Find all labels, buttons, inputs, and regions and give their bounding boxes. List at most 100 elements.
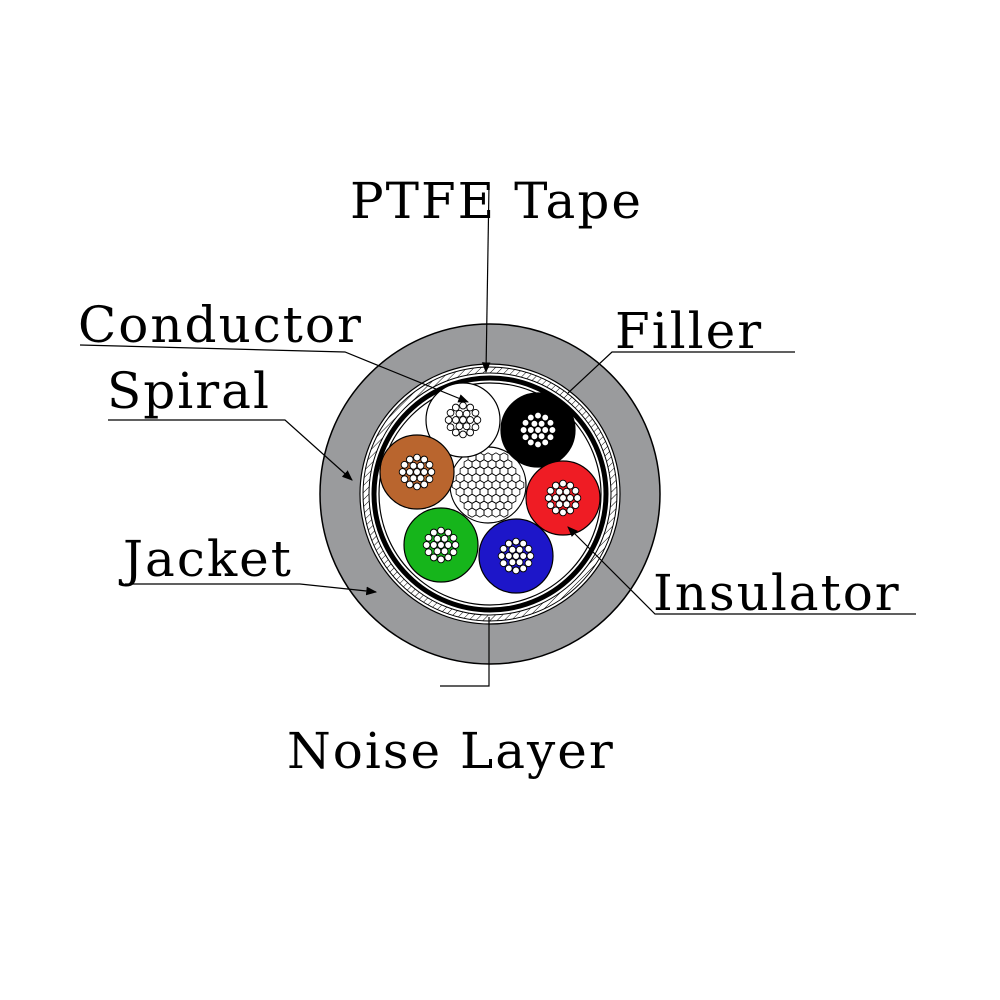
label-ptfe-tape: PTFE Tape (350, 172, 643, 230)
wire-blue (478, 518, 554, 594)
conductor-strand (440, 534, 449, 543)
jacket-leader (125, 583, 378, 596)
conductor-strand (405, 455, 414, 464)
conductor-strand (508, 558, 517, 567)
conductor-strand (548, 426, 557, 434)
conductor-strand (515, 558, 524, 567)
conductor-strand (420, 455, 429, 464)
conductor-strand (455, 409, 464, 418)
conductor-strand (515, 545, 524, 554)
conductor-strand (566, 506, 575, 515)
conductor-strand (541, 438, 550, 447)
conductor-strand (546, 433, 555, 442)
ptfe-tape-leader (481, 184, 491, 374)
conductor-strand (541, 426, 550, 434)
conductor-strand (409, 474, 418, 483)
conductor-strand (466, 416, 475, 424)
conductor-strand (530, 419, 539, 428)
conductor-strand (534, 426, 542, 434)
conductor-strand (512, 566, 520, 575)
conductor-strand (504, 564, 513, 573)
wire-green (403, 507, 479, 583)
conductor-strand (459, 416, 467, 424)
conductor-strand (444, 553, 453, 562)
conductor-strand (566, 494, 575, 502)
conductor-strand (422, 541, 431, 549)
label-noise-layer: Noise Layer (287, 722, 615, 780)
conductor-strand (451, 428, 460, 437)
conductor-strand (534, 411, 542, 420)
conductor-strand (546, 501, 555, 510)
wire-green-conductor (422, 526, 460, 564)
conductor-strand (526, 438, 535, 447)
label-filler: Filler (615, 302, 763, 360)
conductor-strand (427, 468, 436, 476)
conductor-strand (429, 528, 438, 537)
wire-natural (425, 382, 501, 458)
wire-red-conductor (544, 479, 582, 517)
conductor-strand (471, 408, 480, 417)
conductor-strand (409, 461, 418, 470)
conductor-strand (534, 440, 542, 449)
conductor-strand (526, 413, 535, 422)
conductor-strand (455, 422, 464, 431)
conductor-strand (433, 534, 442, 543)
conductor-strand (530, 432, 539, 441)
conductor-strand (519, 426, 528, 434)
leader-lines (79, 184, 916, 687)
conductor-strand (405, 468, 414, 476)
filler-hex-pattern (451, 452, 525, 518)
conductor-strand (512, 537, 520, 546)
conductor-strand (546, 486, 555, 495)
conductor-strand (451, 416, 460, 424)
conductor-strand (444, 528, 453, 537)
conductor-strand (559, 508, 567, 517)
label-jacket: Jacket (118, 530, 293, 588)
conductor-strand (413, 453, 421, 462)
conductor-strand (546, 418, 555, 427)
conductor-strand (499, 544, 508, 553)
conductor-strand (413, 482, 421, 491)
conductor-strand (440, 547, 449, 556)
conductor-strand (526, 552, 535, 560)
filler-hex-cell (499, 507, 509, 518)
conductor-strand (405, 480, 414, 489)
conductor-strand (497, 552, 506, 560)
conductor-strand (541, 413, 550, 422)
conductor-strand (444, 541, 453, 549)
conductor-strand (413, 468, 421, 476)
conductor-strand (459, 401, 467, 410)
filler-leader (567, 351, 795, 394)
conductor-strand (400, 460, 409, 469)
conductor-strand (524, 544, 533, 553)
conductor-strand (466, 403, 475, 412)
conductor-strand (400, 475, 409, 484)
conductor-strand (555, 500, 564, 509)
conductor-strand (537, 432, 546, 441)
conductor-strand (416, 474, 425, 483)
label-conductor: Conductor (78, 296, 363, 354)
conductor-strand (416, 461, 425, 470)
conductor-strand (504, 552, 513, 560)
conductor-strand (451, 403, 460, 412)
conductor-strand (398, 468, 407, 476)
conductor-strand (473, 416, 482, 424)
conductor-strand (521, 418, 530, 427)
wire-red (525, 460, 601, 536)
conductor-strand (451, 541, 460, 549)
label-spiral: Spiral (107, 362, 271, 420)
conductor-strand (437, 541, 445, 549)
conductor-strand (499, 559, 508, 568)
conductor-strand (519, 552, 528, 560)
conductor-strand (562, 487, 571, 496)
conductor-strand (462, 409, 471, 418)
conductor-strand (459, 430, 467, 439)
conductor-strand (508, 545, 517, 554)
conductor-strand (519, 564, 528, 573)
conductor-strand (471, 423, 480, 432)
wire-orange (379, 434, 455, 510)
filler (449, 446, 527, 524)
label-insulator: Insulator (653, 564, 901, 622)
conductor-strand (537, 419, 546, 428)
noise-layer-leader (440, 617, 490, 687)
